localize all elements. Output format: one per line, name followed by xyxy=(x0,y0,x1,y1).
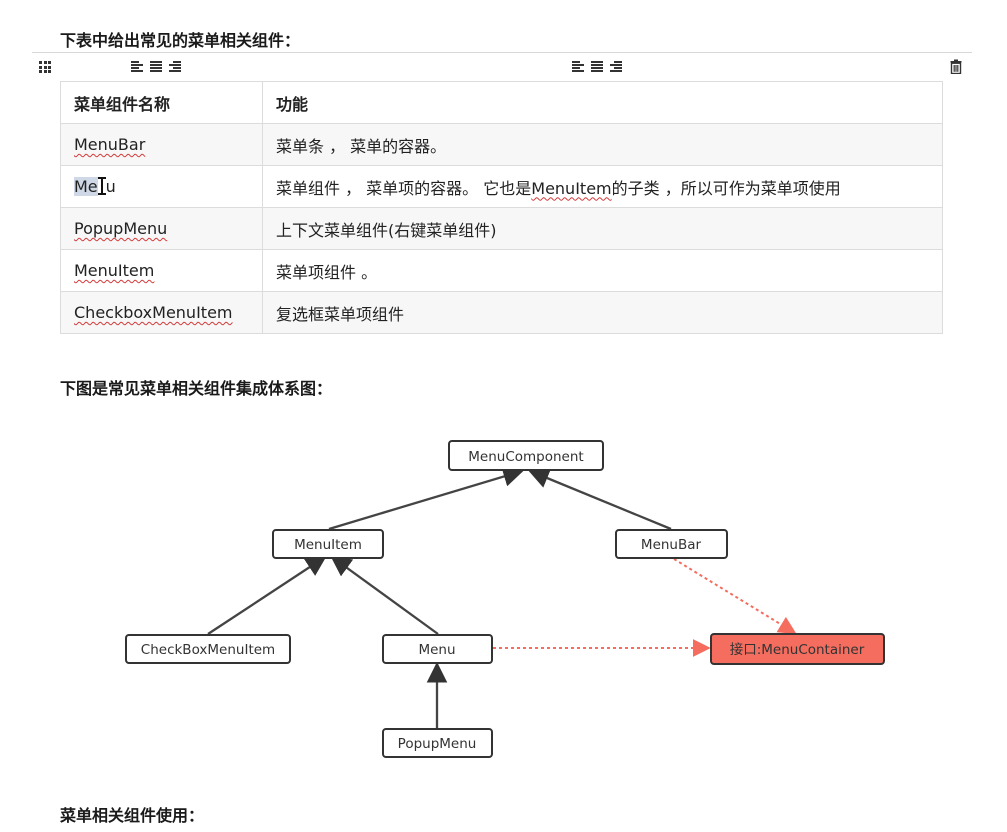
table-row: MenuBar 菜单条 ， 菜单的容器。 xyxy=(60,123,943,166)
drag-handle-icon[interactable] xyxy=(39,61,51,73)
cell-component-name[interactable]: MenuBar xyxy=(60,123,263,166)
column-header-function[interactable]: 功能 xyxy=(262,81,943,124)
component-name-text: PopupMenu xyxy=(74,219,168,238)
selected-text: Me xyxy=(74,177,98,196)
diagram-intro-heading: 下图是常见菜单相关组件集成体系图： xyxy=(60,379,333,398)
cell-function[interactable]: 菜单组件 ， 菜单项的容器。 它也是MenuItem的子类 ，所以可作为菜单项使… xyxy=(262,165,943,208)
edge-menu-to-menuitem xyxy=(330,555,439,635)
column-1-align-group xyxy=(131,61,181,72)
column-2-align-group xyxy=(572,61,622,72)
component-name-text: MenuItem xyxy=(74,261,155,280)
node-label: PopupMenu xyxy=(398,736,477,752)
node-label: Menu xyxy=(418,642,455,658)
node-menucontainer-interface[interactable]: 接口:MenuContainer xyxy=(710,633,885,665)
edge-menubar-to-menucomponent xyxy=(528,468,672,531)
table-row: PopupMenu 上下文菜单组件(右键菜单组件) xyxy=(60,207,943,250)
cell-function[interactable]: 菜单项组件 。 xyxy=(262,249,943,292)
edge-checkbox-to-menuitem xyxy=(207,555,327,635)
node-label: 接口:MenuContainer xyxy=(730,641,865,658)
function-text-misspelled: MenuItem xyxy=(531,178,612,198)
cell-component-name[interactable]: PopupMenu xyxy=(60,207,263,250)
node-checkboxmenuitem[interactable]: CheckBoxMenuItem xyxy=(125,634,291,664)
component-name-text: MenuBar xyxy=(74,135,146,154)
cell-function[interactable]: 上下文菜单组件(右键菜单组件) xyxy=(262,207,943,250)
align-right-icon[interactable] xyxy=(610,61,622,72)
node-popupmenu[interactable]: PopupMenu xyxy=(382,728,493,758)
column-header-name[interactable]: 菜单组件名称 xyxy=(60,81,263,124)
table-intro-heading: 下表中给出常见的菜单相关组件： xyxy=(60,31,301,50)
table-toolbar xyxy=(32,52,972,83)
trash-icon[interactable] xyxy=(950,59,962,74)
function-text: 的子类 ，所以可作为菜单项使用 xyxy=(611,178,841,198)
node-menubar[interactable]: MenuBar xyxy=(615,529,728,559)
cell-function[interactable]: 复选框菜单项组件 xyxy=(262,291,943,334)
node-menucomponent[interactable]: MenuComponent xyxy=(448,440,604,471)
node-label: MenuComponent xyxy=(468,449,583,465)
node-label: MenuItem xyxy=(294,537,362,553)
edge-menuitem-to-menucomponent xyxy=(328,466,524,531)
cell-function[interactable]: 菜单条 ， 菜单的容器。 xyxy=(262,123,943,166)
table-header-row: 菜单组件名称 功能 xyxy=(60,81,943,124)
align-left-icon[interactable] xyxy=(572,61,584,72)
cell-component-name[interactable]: MenuItem xyxy=(60,249,263,292)
table-row: MenuItem 菜单项组件 。 xyxy=(60,249,943,292)
align-center-icon[interactable] xyxy=(591,61,603,72)
usage-heading: 菜单相关组件使用： xyxy=(60,806,205,825)
menu-hierarchy-diagram: MenuComponent MenuItem MenuBar CheckBoxM… xyxy=(125,440,885,758)
component-name-text: u xyxy=(105,177,116,196)
node-menu[interactable]: Menu xyxy=(382,634,493,664)
cell-component-name[interactable]: CheckboxMenuItem xyxy=(60,291,263,334)
text-cursor-icon xyxy=(97,177,106,195)
function-text: 菜单组件 ， 菜单项的容器。 它也是 xyxy=(276,178,532,198)
edge-menubar-to-menucontainer xyxy=(673,558,797,634)
align-right-icon[interactable] xyxy=(169,61,181,72)
node-label: CheckBoxMenuItem xyxy=(141,642,275,658)
component-name-text: CheckboxMenuItem xyxy=(74,303,233,322)
table-row: CheckboxMenuItem 复选框菜单项组件 xyxy=(60,291,943,334)
node-label: MenuBar xyxy=(641,537,702,553)
node-menuitem[interactable]: MenuItem xyxy=(272,529,384,559)
align-center-icon[interactable] xyxy=(150,61,162,72)
align-left-icon[interactable] xyxy=(131,61,143,72)
